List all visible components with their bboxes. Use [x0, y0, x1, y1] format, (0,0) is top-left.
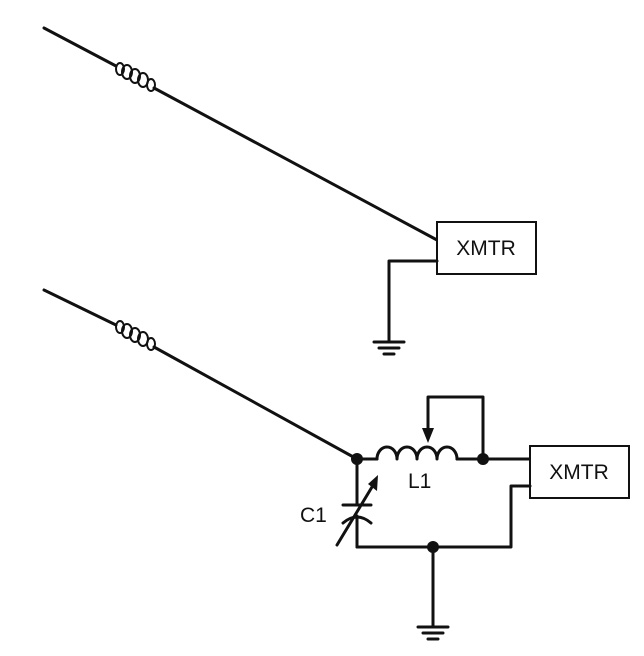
bottom-antenna-insulator — [115, 320, 156, 351]
bottom-transmitter-box — [529, 445, 630, 499]
top-antenna-wire — [152, 86, 439, 242]
top-antenna-wire-outer — [42, 26, 118, 68]
bottom-antenna-wire-outer — [42, 288, 118, 327]
capacitor-label: C1 — [300, 504, 327, 527]
top-circuit: XMTR — [42, 26, 537, 356]
top-transmitter-label: XMTR — [456, 237, 516, 260]
top-antenna-insulator — [115, 62, 156, 92]
top-ground-wire — [387, 259, 439, 344]
bottom-antenna-wire — [152, 345, 359, 461]
inductor-l1 — [355, 445, 485, 461]
variable-capacitor-c1 — [335, 457, 378, 549]
top-ground-symbol — [372, 340, 406, 356]
inductor-tap — [422, 395, 485, 461]
tx-return-wire — [431, 484, 532, 549]
bottom-transmitter-label: XMTR — [549, 461, 609, 484]
top-transmitter-box — [436, 221, 537, 275]
bottom-circuit: L1 XMTR C1 — [42, 288, 630, 641]
bottom-ground-symbol — [416, 625, 450, 641]
inductor-label: L1 — [408, 470, 431, 493]
